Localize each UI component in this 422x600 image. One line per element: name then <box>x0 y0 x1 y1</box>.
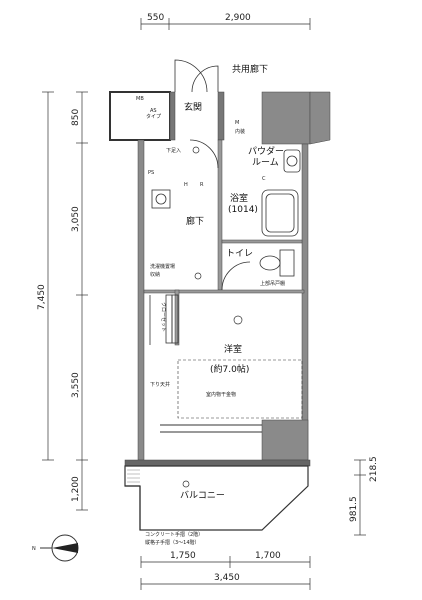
dim-right-2185: 218.5 <box>369 456 379 482</box>
dim-right-9815: 981.5 <box>349 496 359 522</box>
balcony-hatch <box>127 469 140 483</box>
dim-bottom-left: 1,750 <box>170 551 196 561</box>
dim-bottom-total: 3,450 <box>214 573 240 583</box>
entrance-doors <box>174 59 219 169</box>
label-m: M <box>235 120 239 126</box>
room-door <box>221 261 251 291</box>
label-common-corridor: 共用廊下 <box>232 63 268 75</box>
label-western: 洋室 <box>224 343 242 355</box>
dim-bottom-right: 1,700 <box>255 551 281 561</box>
label-c: C <box>262 176 266 182</box>
label-closet: クローゼット <box>160 302 167 332</box>
label-western-size: (約7.0帖) <box>210 363 249 375</box>
bathtub-icon <box>261 189 299 237</box>
toilet-icon <box>259 249 295 277</box>
dim-left-3050: 3,050 <box>71 206 81 232</box>
window-line <box>160 424 262 433</box>
label-powder-2: ルーム <box>252 157 279 168</box>
label-entrance: 玄関 <box>184 101 202 113</box>
compass-icon <box>40 534 79 562</box>
dim-left-1200: 1,200 <box>71 476 81 502</box>
label-indoor: 室内物干金物 <box>206 391 236 398</box>
label-ceiling: 下り天井 <box>150 381 170 388</box>
dim-left-7450: 7,450 <box>37 284 47 310</box>
label-as: AS <box>150 108 157 114</box>
label-railing: 縦格子手摺（3～14階） <box>145 539 200 546</box>
closet-doors <box>149 294 179 345</box>
dim-top-right: 2,900 <box>225 13 251 23</box>
label-bath: 浴室 <box>230 192 248 204</box>
label-storage: 収納 <box>150 271 160 278</box>
label-bath-size: (1014) <box>228 205 258 215</box>
washer-icon <box>151 189 171 209</box>
walls <box>109 91 331 467</box>
label-upper: 上部吊戸棚 <box>260 280 285 287</box>
label-powder: パウダー <box>248 145 284 157</box>
ceiling-outline <box>177 359 303 419</box>
label-laundry: 洗濯機置場 <box>150 263 175 270</box>
dim-left-3550: 3,550 <box>71 372 81 398</box>
label-concrete: コンクリート手摺（2階） <box>145 531 203 538</box>
label-n: N <box>32 546 36 552</box>
label-mb: MB <box>136 96 144 102</box>
label-h: H <box>184 182 188 188</box>
label-toilet: トイレ <box>226 249 253 259</box>
label-shoe: 下足入 <box>166 148 181 154</box>
dim-top-left: 550 <box>147 13 164 23</box>
dim-left-850: 850 <box>71 109 81 126</box>
sink-icon <box>283 149 301 173</box>
label-r: R <box>200 182 204 188</box>
label-uchi: 内装 <box>235 128 245 135</box>
balcony-area <box>124 465 309 531</box>
label-hallway: 廊下 <box>186 215 204 227</box>
light-icon <box>182 146 243 488</box>
label-balcony: バルコニー <box>180 490 225 501</box>
label-ps: PS <box>148 170 154 176</box>
label-type: タイプ <box>146 113 161 120</box>
dimension-lines <box>42 18 366 590</box>
